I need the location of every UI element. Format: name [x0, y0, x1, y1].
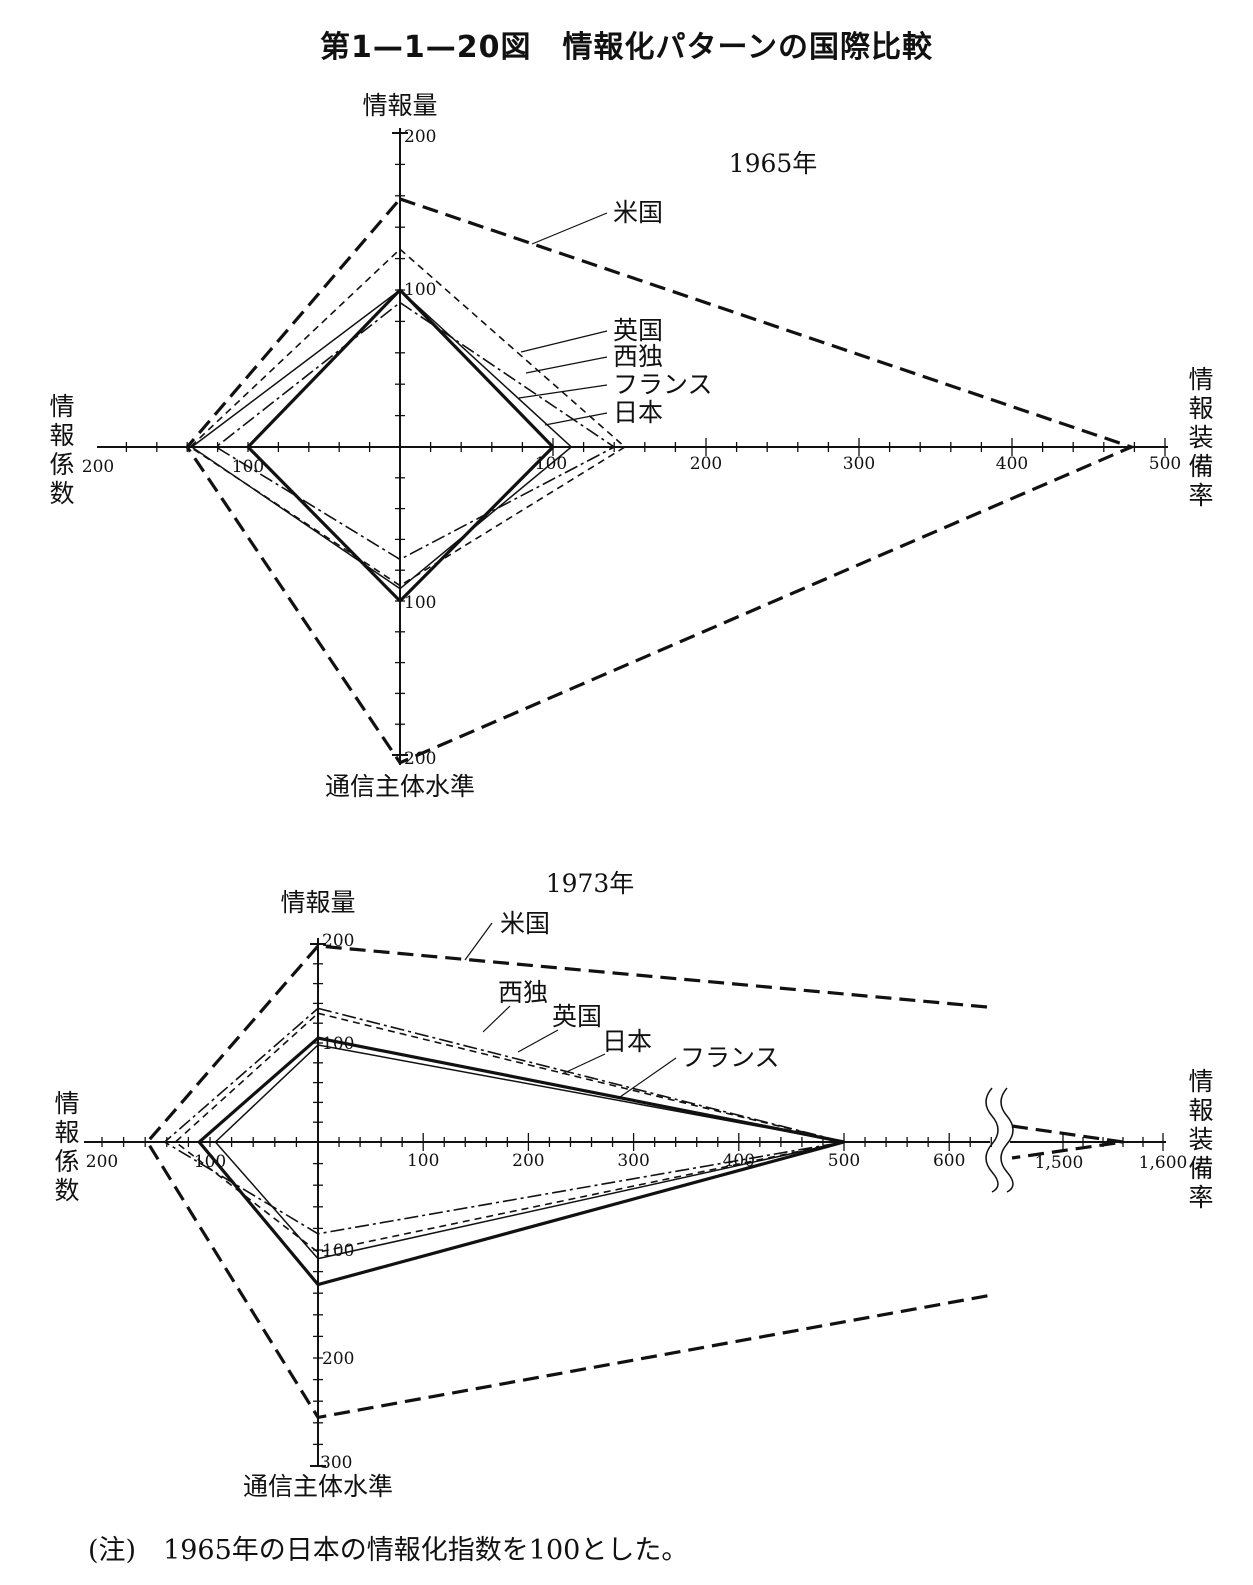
tick-label-1965-left-200: 200	[82, 457, 114, 477]
axis-break-1973-b	[1000, 1087, 1014, 1193]
legend-label-1973: フランス	[680, 1043, 780, 1072]
series-1965-0	[185, 197, 1136, 765]
legend-leader-1965	[531, 212, 608, 245]
series-1973-0-far	[1011, 1124, 1124, 1160]
legend-leader-1973	[464, 922, 493, 961]
tick-label-1965-bottom-200: 200	[404, 749, 436, 769]
axis-name-1965-bottom: 通信主体水準	[325, 772, 475, 801]
figure-note: (注) 1965年の日本の情報化指数を100とした。	[88, 1535, 689, 1566]
series-1965-4	[245, 287, 556, 604]
series-1973-0	[145, 944, 993, 1420]
series-1973-4	[214, 1044, 845, 1260]
series-1973-1	[163, 1007, 845, 1235]
tick-label-1965-right: 300	[843, 454, 875, 474]
axis-name-1965-right-char: 報	[1188, 394, 1213, 423]
legend-leader-1973	[619, 1057, 677, 1098]
axis-name-1965-left-char: 数	[49, 479, 74, 508]
axis-name-1965-right-char: 装	[1188, 423, 1213, 452]
tick-label-1973-right: 600	[933, 1151, 965, 1171]
axis-name-1973-right-char: 装	[1188, 1125, 1213, 1154]
legend-label-1973: 英国	[552, 1002, 602, 1031]
axis-name-1965-left-char: 情	[49, 392, 74, 421]
tick-label-1973-bottom-300: 300	[320, 1453, 352, 1473]
tick-label-1973-right: 400	[723, 1151, 755, 1171]
tick-label-1965-top-200: 200	[404, 127, 436, 147]
legend-label-1965: 英国	[613, 316, 663, 345]
chart-title-1973: 1973年	[546, 869, 635, 898]
axis-name-1973-right-char: 情	[1188, 1067, 1213, 1096]
axis-name-1973-top: 情報量	[280, 888, 355, 917]
legend-label-1965: フランス	[613, 370, 713, 399]
tick-label-1973-right-1500: 1,500	[1035, 1153, 1084, 1173]
legend-leader-1973	[482, 1005, 511, 1033]
tick-label-1965-right: 500	[1149, 454, 1181, 474]
axis-name-1973-right-char: 率	[1188, 1183, 1213, 1212]
tick-label-1973-right-1600: 1,600	[1139, 1153, 1188, 1173]
legend-label-1965: 米国	[613, 198, 663, 227]
series-1973-3	[196, 1036, 845, 1287]
axis-name-1973-left-char: 係	[54, 1147, 79, 1176]
legend-leader-1965	[525, 356, 608, 374]
axis-name-1965-right-char: 率	[1188, 481, 1213, 510]
legend-leader-1965	[518, 384, 608, 399]
series-1965-3	[190, 289, 573, 590]
tick-label-1965-right: 200	[690, 454, 722, 474]
tick-label-1973-left-200: 200	[86, 1152, 118, 1172]
legend-leader-1965	[544, 412, 608, 426]
tick-label-1973-right: 500	[828, 1151, 860, 1171]
axis-name-1973-bottom: 通信主体水準	[243, 1472, 393, 1501]
tick-label-1973-right: 300	[617, 1151, 649, 1171]
legend-label-1973: 米国	[500, 909, 550, 938]
axis-name-1965-left-char: 係	[49, 450, 74, 479]
tick-label-1973-right: 200	[512, 1151, 544, 1171]
axis-name-1965-right-char: 情	[1188, 365, 1213, 394]
legend-label-1965: 西独	[613, 342, 663, 371]
axis-break-1973-a	[985, 1087, 999, 1193]
figure-title: 第1—1—20図 情報化パターンの国際比較	[320, 30, 933, 65]
legend-label-1973: 西独	[498, 978, 548, 1007]
axis-name-1973-left-char: 報	[54, 1118, 79, 1147]
tick-label-1965-top-100: 100	[404, 280, 436, 300]
tick-label-1965-bottom-100: 100	[404, 593, 436, 613]
axis-name-1973-left-char: 数	[54, 1176, 79, 1205]
tick-label-1965-right: 400	[996, 454, 1028, 474]
chart-title-1965: 1965年	[729, 149, 818, 178]
axis-name-1965-top: 情報量	[362, 91, 437, 120]
tick-label-1973-bottom-200: 200	[322, 1349, 354, 1369]
series-1965-2	[214, 301, 616, 561]
legend-leader-1973	[517, 1029, 559, 1053]
legend-label-1973: 日本	[602, 1027, 652, 1056]
legend-leader-1965	[520, 330, 608, 353]
legend-label-1965: 日本	[613, 398, 663, 427]
legend-leader-1973	[561, 1053, 606, 1075]
axis-name-1965-left-char: 報	[49, 421, 74, 450]
axis-name-1965-right-char: 備	[1188, 452, 1213, 481]
tick-label-1973-right: 100	[407, 1151, 439, 1171]
series-1973-2	[174, 1012, 845, 1254]
axis-name-1973-right-char: 備	[1188, 1154, 1213, 1183]
axis-name-1973-left-char: 情	[54, 1089, 79, 1118]
axis-name-1973-right-char: 報	[1188, 1096, 1213, 1125]
